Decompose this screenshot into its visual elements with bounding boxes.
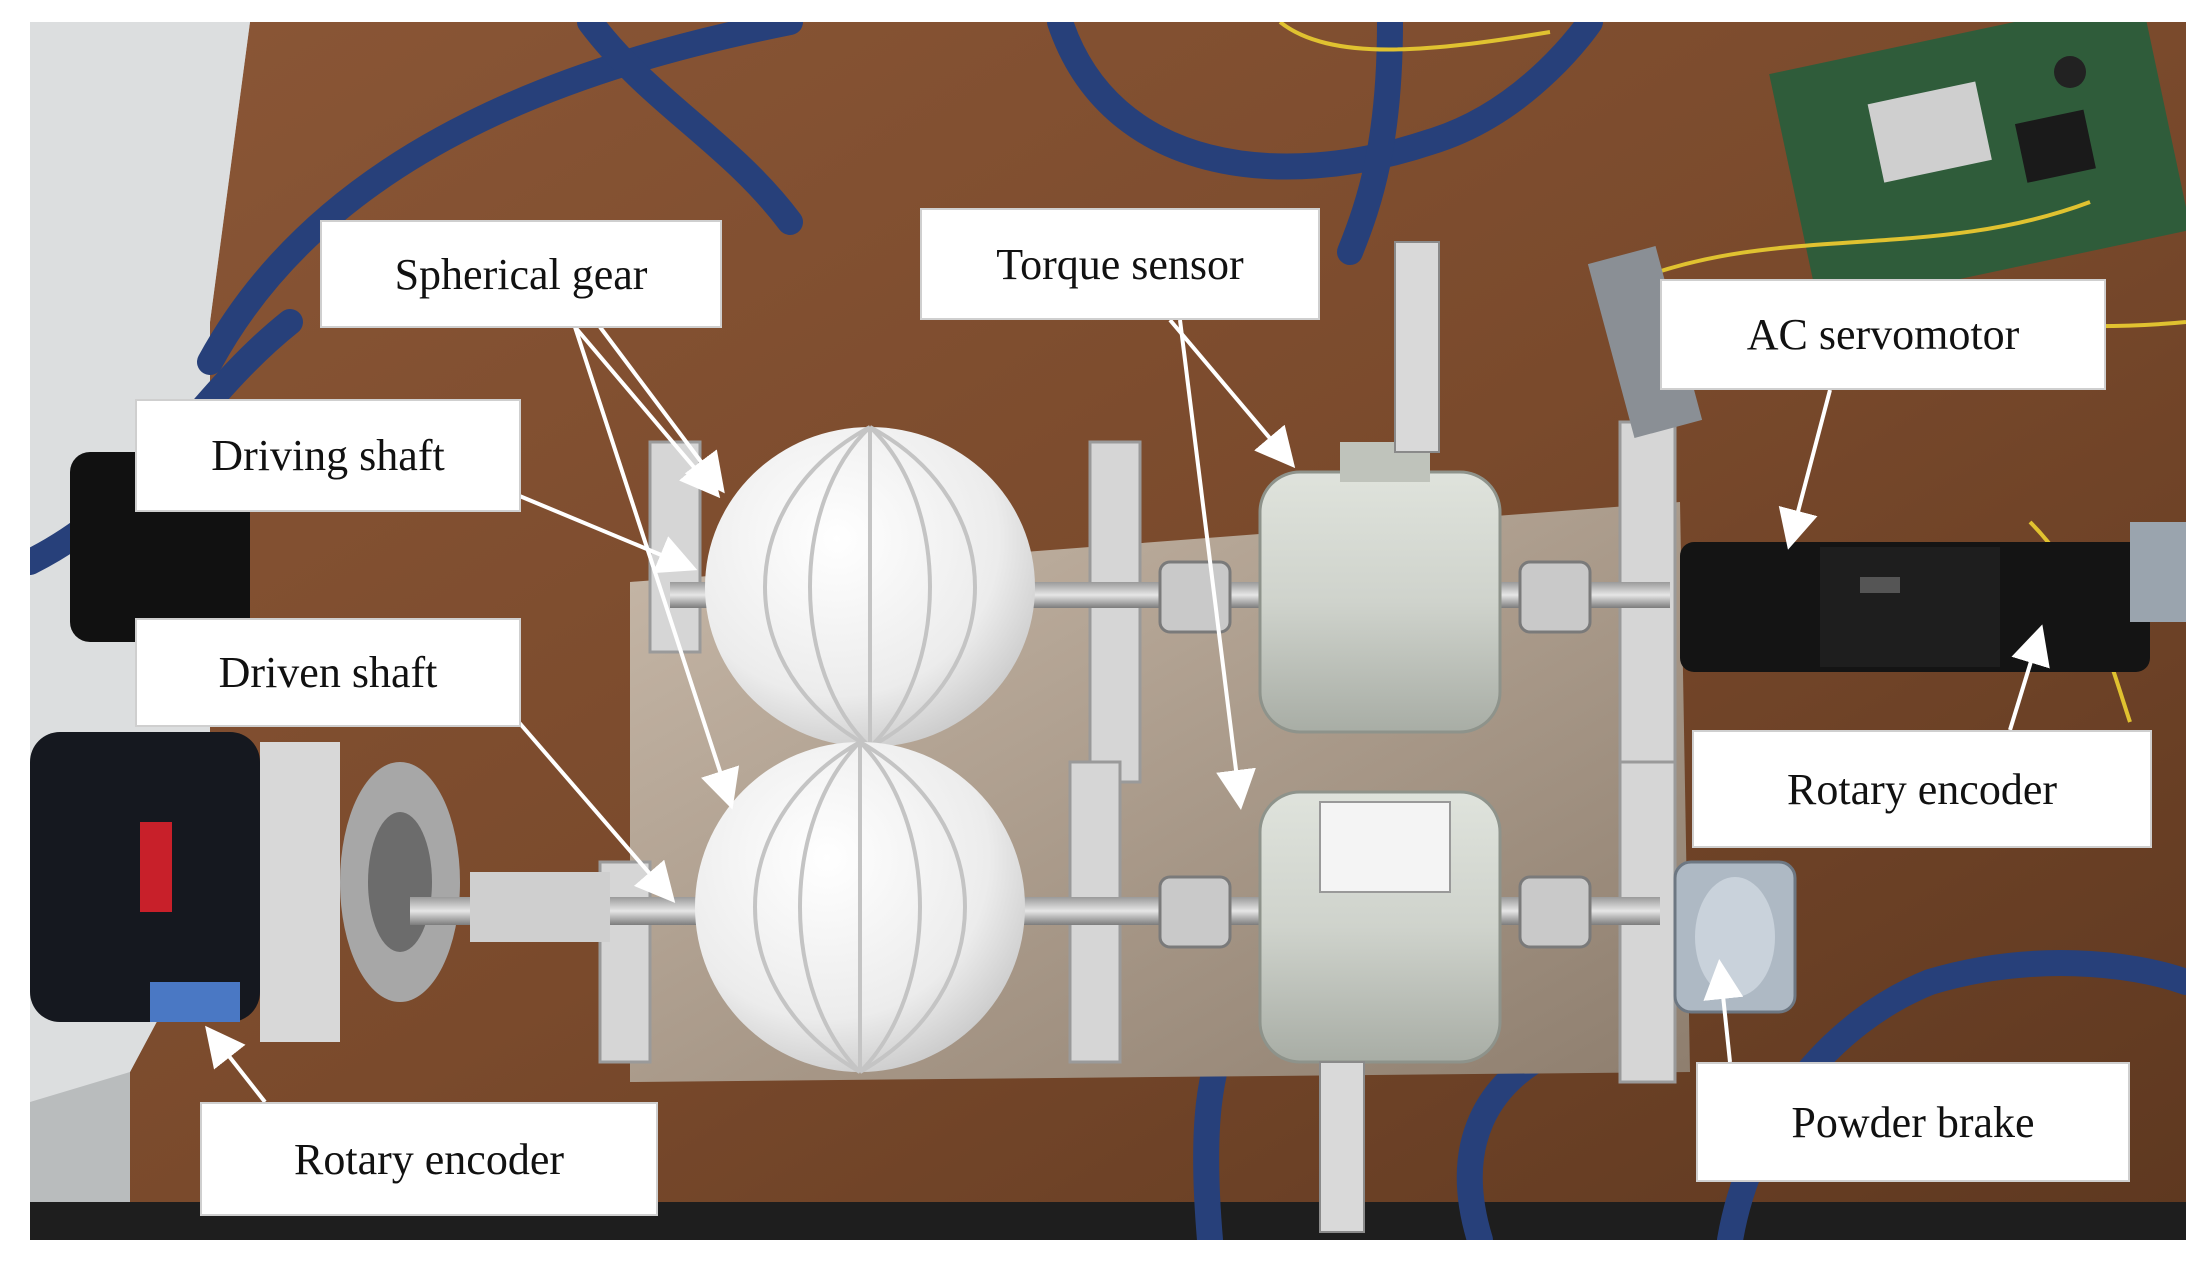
spherical-gear-top <box>705 425 1035 749</box>
label-ac-servomotor: AC servomotor <box>1660 279 2106 390</box>
label-rotary-encoder-left: Rotary encoder <box>200 1102 658 1216</box>
torque-sensor-bottom <box>1258 790 1502 1233</box>
label-rotary-encoder-right: Rotary encoder <box>1692 730 2152 848</box>
left-encoder-motor <box>30 732 340 1042</box>
label-driven-shaft: Driven shaft <box>135 618 521 727</box>
torque-sensor-top <box>1258 241 1502 734</box>
label-powder-brake: Powder brake <box>1696 1062 2130 1182</box>
ac-servomotor-body <box>1680 522 2186 672</box>
label-driving-shaft: Driving shaft <box>135 399 521 512</box>
powder-brake-body <box>1673 860 1797 1014</box>
label-torque-sensor: Torque sensor <box>920 208 1320 320</box>
label-spherical-gear: Spherical gear <box>320 220 722 328</box>
driven-shaft-collar <box>470 872 610 942</box>
photo-figure: Spherical gear Torque sensor AC servomot… <box>30 22 2186 1240</box>
circuit-board <box>1769 22 2186 309</box>
spherical-gear-bottom <box>695 740 1025 1074</box>
